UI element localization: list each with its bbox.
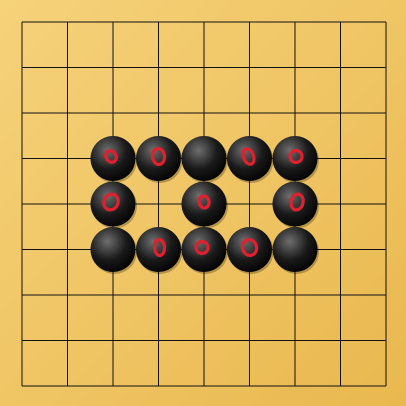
stone-body (272, 181, 318, 227)
red-scribble-mark (240, 237, 259, 258)
stone-body (181, 181, 227, 227)
black-stone[interactable] (90, 227, 138, 274)
stone-body (90, 136, 136, 181)
stone-body (90, 227, 136, 272)
black-stone[interactable] (272, 227, 320, 274)
black-stone[interactable] (181, 227, 229, 274)
red-scribble-mark (197, 194, 211, 210)
black-stone[interactable] (136, 136, 183, 183)
red-scribble-mark (104, 149, 118, 164)
black-stone[interactable] (227, 227, 274, 274)
stone-body (90, 181, 136, 227)
red-scribble-mark (288, 148, 304, 165)
stone-body (227, 227, 272, 272)
stone-layer (90, 136, 320, 274)
red-scribble-mark (150, 146, 167, 167)
stone-body (272, 227, 318, 272)
black-stone[interactable] (90, 136, 138, 183)
black-stone[interactable] (136, 227, 183, 274)
red-scribble-mark (102, 192, 120, 212)
black-stone[interactable] (227, 136, 274, 183)
stone-body (181, 227, 227, 272)
black-stone[interactable] (90, 181, 138, 229)
red-scribble-mark (194, 239, 210, 256)
red-scribble-mark (152, 237, 167, 258)
red-scribble-mark (289, 192, 305, 212)
stone-body (136, 136, 181, 181)
red-scribble-mark (241, 147, 256, 166)
black-stone[interactable] (272, 136, 320, 183)
black-stone[interactable] (181, 181, 229, 229)
stone-body (181, 136, 227, 181)
black-stone[interactable] (272, 181, 320, 229)
black-stone[interactable] (181, 136, 229, 183)
stone-body (272, 136, 318, 181)
stone-body (136, 227, 181, 272)
stone-body (227, 136, 272, 181)
